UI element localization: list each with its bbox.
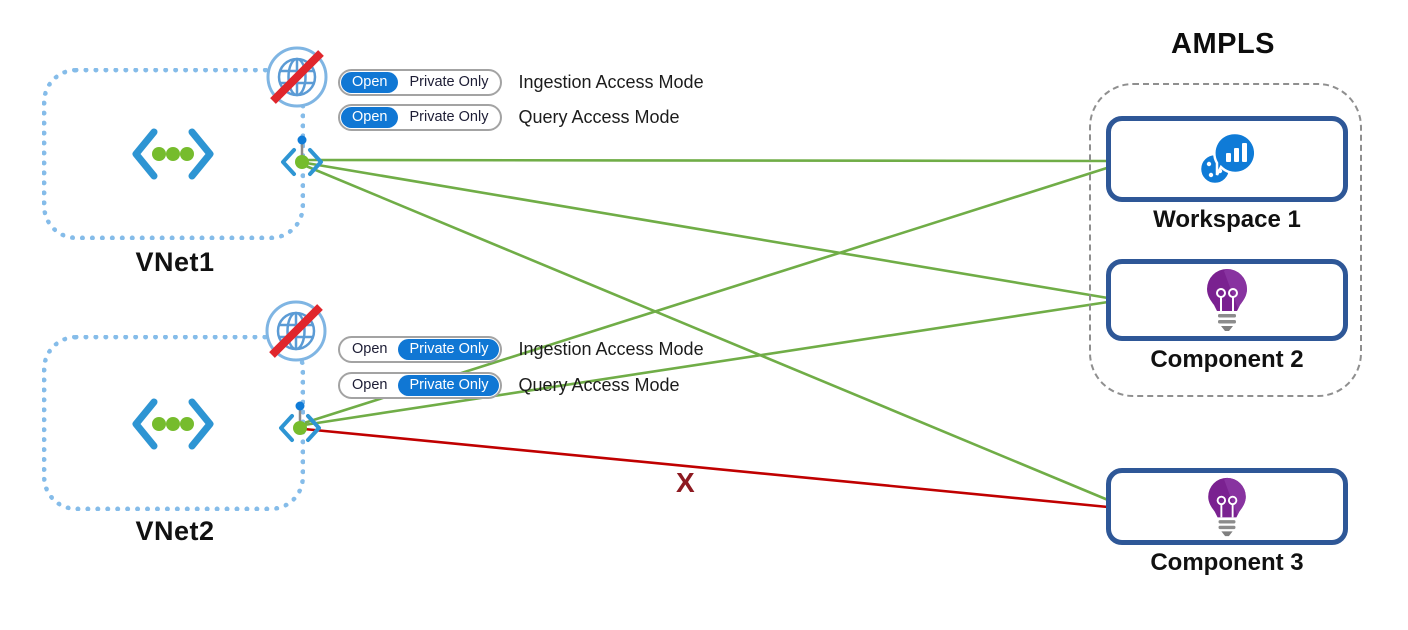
link-vnet2-component2 bbox=[303, 300, 1109, 427]
blocked-connection-marker: X bbox=[676, 467, 695, 498]
ampls-title: AMPLS bbox=[1171, 28, 1275, 60]
link-vnet1-component2 bbox=[305, 161, 1109, 300]
vnet1-query-toggle[interactable]: Open Private Only bbox=[338, 104, 503, 131]
toggle-option-open[interactable]: Open bbox=[352, 377, 388, 393]
vnet1-query-row: Open Private Only Query Access Mode bbox=[338, 104, 680, 131]
query-access-mode-label: Query Access Mode bbox=[518, 375, 680, 395]
toggle-option-private-only[interactable]: Private Only bbox=[409, 74, 489, 90]
ingestion-access-mode-label: Ingestion Access Mode bbox=[518, 339, 704, 359]
link-vnet1-component3 bbox=[305, 164, 1109, 502]
node-component3 bbox=[1106, 468, 1348, 545]
globe-blocked-icon bbox=[266, 46, 328, 108]
log-analytics-workspace-icon bbox=[1198, 131, 1257, 186]
vnet2-label: VNet2 bbox=[135, 516, 215, 546]
private-endpoint-icon bbox=[281, 135, 323, 176]
link-vnet2-component3-blocked bbox=[303, 427, 1109, 509]
toggle-option-private-only[interactable]: Private Only bbox=[398, 339, 500, 360]
vnet-icon bbox=[132, 398, 214, 450]
toggle-option-open[interactable]: Open bbox=[341, 72, 399, 93]
vnet2-ingestion-toggle[interactable]: Open Private Only bbox=[338, 336, 503, 363]
node-component2 bbox=[1106, 259, 1348, 341]
toggle-option-private-only[interactable]: Private Only bbox=[398, 375, 500, 396]
vnet1-label: VNet1 bbox=[135, 247, 215, 277]
ampls-boundary bbox=[1089, 83, 1362, 397]
vnet2-query-toggle[interactable]: Open Private Only bbox=[338, 372, 503, 399]
globe-blocked-icon bbox=[265, 300, 327, 362]
app-insights-icon bbox=[1207, 269, 1247, 331]
private-endpoint-icon bbox=[279, 401, 321, 442]
toggle-option-private-only[interactable]: Private Only bbox=[409, 109, 489, 125]
link-vnet1-workspace1 bbox=[305, 158, 1111, 163]
node-workspace1 bbox=[1106, 116, 1348, 202]
vnet2-ingestion-row: Open Private Only Ingestion Access Mode bbox=[338, 336, 704, 363]
component3-label: Component 3 bbox=[1150, 549, 1304, 576]
workspace1-label: Workspace 1 bbox=[1153, 206, 1301, 233]
vnet1-ingestion-toggle[interactable]: Open Private Only bbox=[338, 69, 503, 96]
vnet2-query-row: Open Private Only Query Access Mode bbox=[338, 372, 680, 399]
vnet-icon bbox=[132, 128, 214, 180]
component2-label: Component 2 bbox=[1150, 346, 1304, 373]
ingestion-access-mode-label: Ingestion Access Mode bbox=[518, 72, 704, 92]
query-access-mode-label: Query Access Mode bbox=[518, 107, 680, 127]
vnet1-ingestion-row: Open Private Only Ingestion Access Mode bbox=[338, 69, 704, 96]
toggle-option-open[interactable]: Open bbox=[341, 107, 399, 128]
toggle-option-open[interactable]: Open bbox=[352, 341, 388, 357]
app-insights-icon bbox=[1208, 477, 1246, 536]
